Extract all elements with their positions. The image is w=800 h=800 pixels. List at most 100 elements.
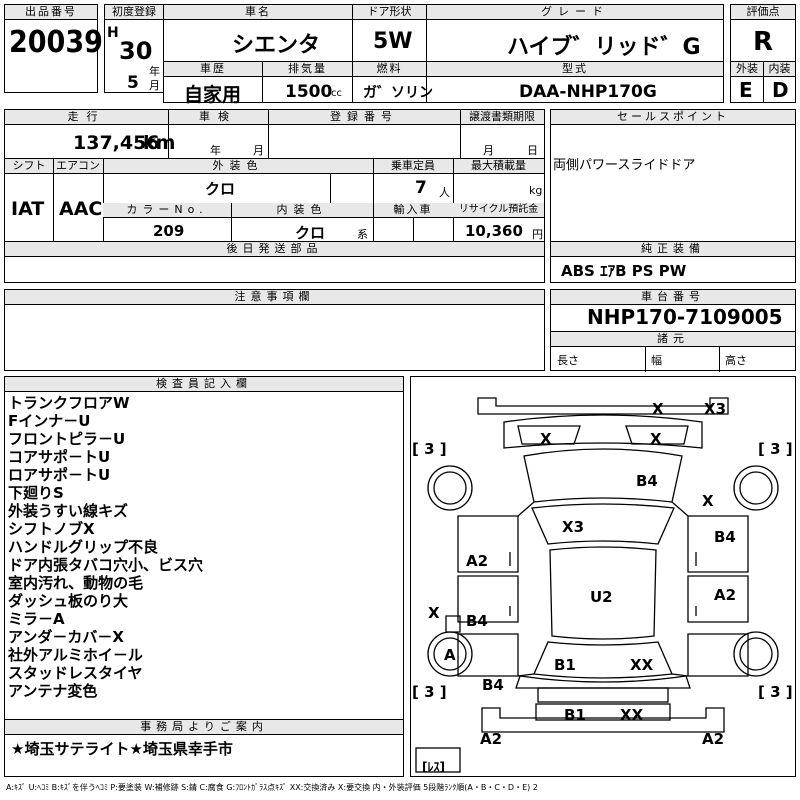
model-value: DAA-NHP170G (519, 82, 657, 102)
lot-box: 出品番号 20039 (4, 4, 103, 93)
car-name-box: 車名 シエンタ (163, 4, 353, 62)
reg-no-label: 登録番号 (268, 110, 460, 125)
inspector-box: 検査員記入欄 (4, 376, 404, 720)
inspector-line: シフトノブX (8, 520, 95, 538)
width-label: 幅 (651, 354, 662, 367)
capacity-value: 7 (415, 178, 427, 198)
mark-tail: B1 (564, 706, 586, 724)
inspector-line: Fインナ－U (8, 412, 91, 430)
int-color-value: クロ (295, 224, 326, 242)
mark-lamp-r: X (650, 430, 662, 448)
era: H (107, 25, 119, 41)
inspector-line: フロントピラ－U (8, 430, 126, 448)
inspector-line: スタッドレスタイヤ (8, 664, 143, 682)
sales-box: セールスポイント 両側パワースライドドア (550, 109, 796, 242)
inspector-line: コアサポ－トU (8, 448, 111, 466)
color-no-value: 209 (153, 222, 185, 240)
door-label: ドア形状 (353, 5, 426, 20)
inspection-year-unit: 年 (210, 144, 221, 157)
tread-rl: [ 3 ] (412, 683, 447, 701)
load-unit: kg (529, 184, 543, 197)
lot-label: 出品番号 (5, 5, 97, 20)
fuel-value: ガ゛ソリン (363, 85, 433, 101)
mark-left-wheel: A (444, 646, 456, 664)
displacement-box: 排気量 1500 cc (262, 61, 353, 103)
inspector-line: ミラ－A (8, 610, 65, 628)
year-unit: 年 (149, 65, 160, 78)
year: 30 (119, 37, 153, 65)
transfer-day-unit: 日 (527, 144, 538, 157)
height-label: 高さ (725, 354, 747, 367)
inspector-label: 検査員記入欄 (5, 377, 403, 392)
mark-roof: U2 (590, 588, 613, 606)
equipment-value: ABS ｴｱB PS PW (561, 262, 687, 280)
recycle-unit: 円 (532, 228, 543, 241)
month-unit: 月 (149, 79, 160, 92)
notes-box: 注意事項欄 (4, 289, 545, 371)
inspector-line: ロアサポ－トU (8, 466, 111, 484)
chassis-box: 車台番号 NHP170-7109005 諸元 長さ 幅 高さ (550, 289, 796, 372)
mark-left-mirror: X (428, 604, 440, 622)
car-name: シエンタ (232, 33, 321, 58)
month: 5 (127, 73, 139, 93)
mileage-value: 137,456 (73, 132, 160, 154)
door-value: 5W (373, 29, 413, 54)
shift-label: シフト (5, 159, 53, 174)
displacement-unit: cc (331, 88, 342, 99)
int-color-unit: 系 (357, 228, 368, 241)
chassis-label: 車台番号 (551, 290, 795, 305)
grade-box: グレード ハイブ゛リッド゛G (426, 4, 724, 62)
shift-value: IAT (11, 198, 45, 220)
inspection-label: 車検 (168, 110, 268, 125)
later-parts-box: 後日発送部品 (4, 241, 545, 283)
int-color-label: 内装色 (231, 203, 373, 218)
mark-lamp-l: X (540, 430, 552, 448)
history-label: 車歴 (164, 62, 262, 77)
interior-value: D (772, 78, 789, 102)
ac-label: エアコン (53, 159, 103, 174)
first-reg-label: 初度登録 (105, 5, 163, 20)
inspection-month-unit: 月 (253, 144, 264, 157)
first-reg-box: 初度登録 H 30 年 5 月 (104, 4, 164, 93)
import-label: 輸入車 (373, 203, 453, 218)
model-label: 型式 (427, 62, 723, 77)
mark-hood: B4 (636, 472, 658, 490)
length-label: 長さ (557, 354, 579, 367)
recycle-label: リサイクル預託金 (453, 203, 544, 218)
notes-label: 注意事項欄 (5, 290, 544, 305)
car-diagram-box (410, 376, 796, 777)
mark-rear-glass: B1 (554, 656, 576, 674)
ext-color-value: クロ (205, 180, 236, 198)
equipment-label: 純正装備 (551, 242, 795, 257)
mark-front-x3: X3 (704, 400, 727, 418)
history-box: 車歴 自家用 (163, 61, 263, 106)
fuel-box: 燃料 ガ゛ソリン (352, 61, 433, 103)
inspector-line: アンダ－カバ－X (8, 628, 124, 646)
mark-rear-bumper-r: A2 (702, 730, 725, 748)
fuel-label: 燃料 (353, 62, 426, 77)
score-value: R (753, 27, 774, 57)
exterior-box: 外装 E (730, 61, 764, 103)
equipment-box: 純正装備 ABS ｴｱB PS PW (550, 241, 796, 283)
mark-left-quarter: B4 (482, 676, 504, 694)
office-text: ★埼玉サテライト★埼玉県幸手市 (11, 740, 233, 758)
sales-text: 両側パワースライドドア (553, 158, 696, 173)
mark-left-rear-door: B4 (466, 612, 488, 630)
car-diagram (415, 397, 779, 773)
transfer-month-unit: 月 (483, 144, 494, 157)
chassis-value: NHP170-7109005 (587, 305, 783, 329)
mark-right-fender: X (702, 492, 714, 510)
mileage-unit: km (143, 132, 176, 154)
displacement-value: 1500 (285, 82, 333, 102)
interior-box: 内装 D (763, 61, 796, 103)
history-value: 自家用 (184, 84, 242, 106)
inspector-line: ハンドルグリップ不良 (8, 538, 159, 556)
color-no-label: カラーNo. (103, 203, 231, 218)
recycle-value: 10,360 (465, 222, 523, 240)
tread-fr: [ 3 ] (758, 440, 793, 458)
tread-rr: [ 3 ] (758, 683, 793, 701)
mileage-label: 走行 (5, 110, 168, 125)
dims-label: 諸元 (551, 331, 795, 347)
mark-rear-bumper-l: A2 (480, 730, 503, 748)
